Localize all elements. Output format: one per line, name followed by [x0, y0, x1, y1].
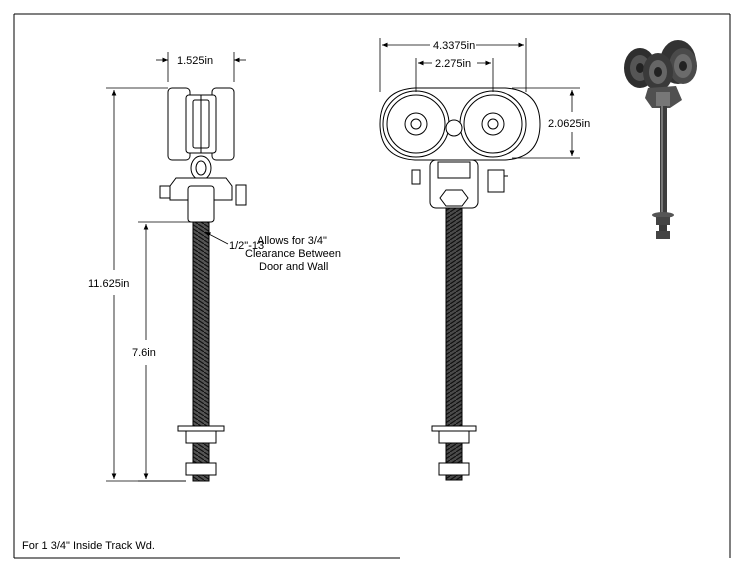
clearance-note-line2: Clearance Between — [245, 248, 341, 260]
side-width-dim-label: 1.525in — [177, 55, 213, 67]
wheel-spacing-dim-label: 2.275in — [435, 58, 471, 70]
overall-height-dim-label: 11.625in — [88, 278, 129, 290]
bolt-length-dim-label: 7.6in — [132, 347, 156, 359]
footer-note: For 1 3/4" Inside Track Wd. — [22, 540, 155, 552]
side-view-dimensions — [106, 52, 246, 482]
side-view — [159, 87, 247, 482]
front-view — [379, 87, 541, 481]
thread-size-label: 1/2"-13 — [229, 240, 264, 252]
sheet-border — [13, 13, 731, 559]
clearance-note-line3: Door and Wall — [259, 261, 328, 273]
wheel-height-dim-label: 2.0625in — [548, 118, 590, 130]
front-view-dimensions — [379, 38, 580, 159]
overall-width-dim-label: 4.3375in — [433, 40, 475, 52]
clearance-note-line1: Allows for 3/4" — [257, 235, 327, 247]
product-render — [624, 40, 697, 239]
